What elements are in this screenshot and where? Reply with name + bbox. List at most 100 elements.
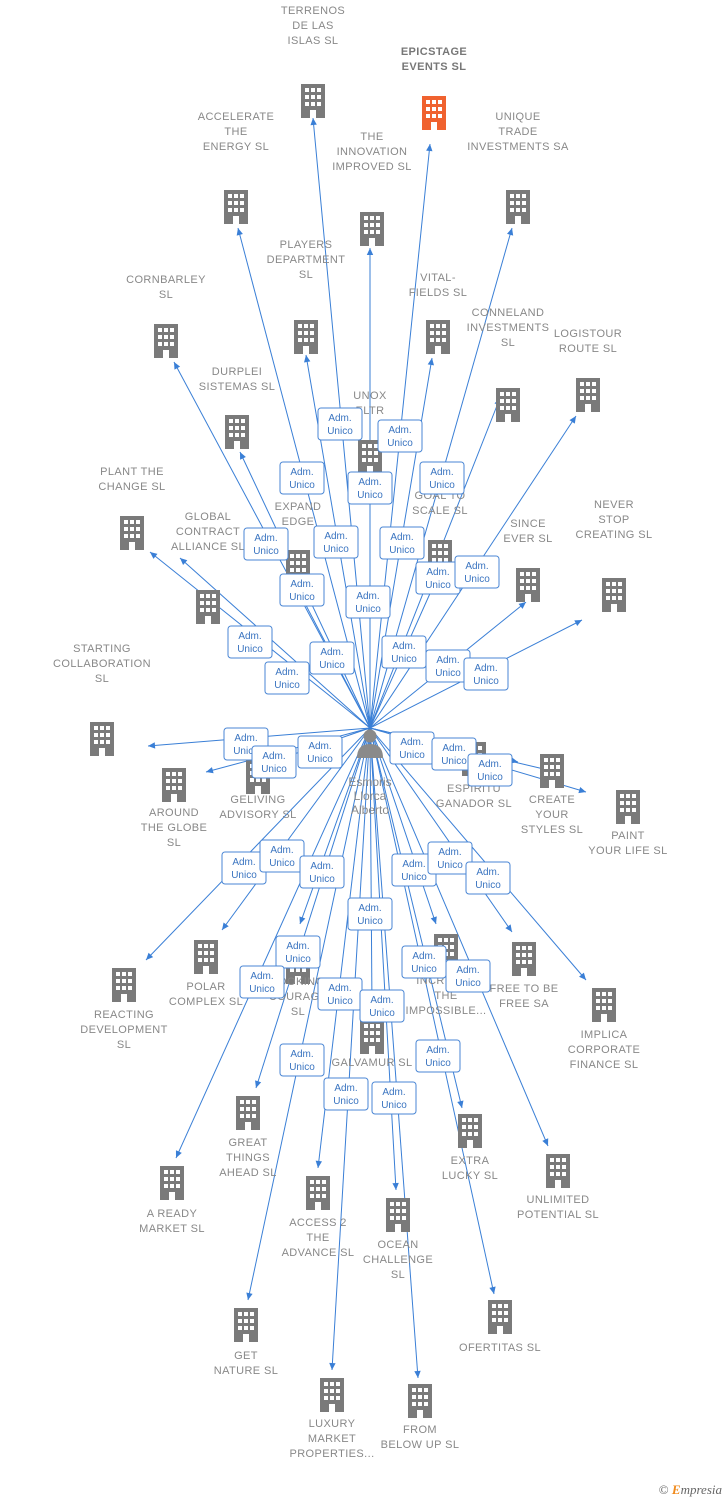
role-badge-the-innovation-improved[interactable]: Adm.Unico [347,471,393,505]
badge-text: Unico [309,874,335,885]
role-badge-global-contract-alliance[interactable]: Adm.Unico [463,657,509,691]
badge-text: Unico [285,954,311,965]
edge-line [175,727,371,1159]
role-badge-epicstage-events[interactable]: Adm.Unico [377,419,423,453]
role-badge-logistour-route[interactable]: Adm.Unico [454,555,500,589]
badge-text: Adm. [382,1087,405,1098]
role-badge-unlimited-potential[interactable]: Adm.Unico [401,945,447,979]
company-node-ofertitas[interactable]: OFERTITAS SL [459,1300,541,1354]
role-badge-a-ready-market[interactable]: Adm.Unico [445,959,491,993]
role-badge-conneland-investments[interactable]: Adm.Unico [415,561,461,595]
role-badge-cornbarley[interactable]: Adm.Unico [243,527,289,561]
company-node-vital-fields[interactable]: VITAL-FIELDS SL [409,272,468,354]
role-badge-polar-complex[interactable]: Adm.Unico [259,839,305,873]
badge-text: Unico [475,880,501,891]
company-node-galvamur[interactable]: GALVAMUR SL [331,1020,412,1069]
badge-text: Adm. [290,1049,313,1060]
role-badge-looking-courage[interactable]: Adm. Unico [299,855,345,889]
role-badge-great-things-ahead[interactable]: Adm.Unico [275,935,321,969]
role-badge-since-ever[interactable]: Adm.Unico [381,635,427,669]
role-badge-luxury-market-properties[interactable]: Adm.Unico [323,1077,369,1111]
role-badge-from-below-up[interactable]: Adm.Unico [371,1081,417,1115]
arrowhead [505,924,512,932]
role-badge-vital-fields[interactable]: Adm.Unico [379,526,425,560]
arrowhead [240,452,246,460]
badge-text: Unico [429,480,455,491]
badge-text: Unico [399,750,425,761]
role-badge-free-to-be-free[interactable]: Adm.Unico [427,841,473,875]
role-badge-reacting-development[interactable]: Adm.Unico [221,851,267,885]
role-badge-around-the-globe[interactable]: Adm.Unico [251,745,297,779]
badge-box [275,935,321,969]
edge-line [247,727,371,1301]
role-badge-ocean-challenge[interactable]: Adm.Unico [359,989,405,1023]
role-badge-durplei-sistemas[interactable]: Adm.Unico [279,573,325,607]
role-badge-unique-trade-investments[interactable]: Adm. Unico [419,461,465,495]
role-badge-espiritu-ganador[interactable]: Adm.Unico [389,731,435,765]
company-name-line: INVESTMENTS [467,322,550,334]
company-name-line: ALLIANCE SL [171,541,245,553]
role-badge-never-stop-creating[interactable]: Adm.Unico [425,649,471,683]
badge-text: Adm. [310,861,333,872]
role-badge-goal-to-scale[interactable]: Adm.Unico [309,641,355,675]
company-node-luxury-market-properties[interactable]: LUXURYMARKETPROPERTIES... [289,1378,374,1460]
role-badge-ofertitas[interactable]: Adm.Unico [415,1039,461,1073]
role-badge-players-department[interactable]: Adm.Unico [313,525,359,559]
role-badge-terrenos-de-las-islas[interactable]: Adm.Unico [317,407,363,441]
role-badge-access-2-the-advance[interactable]: Adm.Unico [317,977,363,1011]
edge-global-contract-alliance [179,557,371,729]
arrowhead [222,922,229,930]
role-badge-galvamur[interactable]: Adm.Unico [347,897,393,931]
arrowhead [174,362,181,370]
role-badge-unox[interactable]: Adm.Unico [345,585,391,619]
role-badge-extra-lucky[interactable]: Adm.Unico [239,965,285,999]
company-name-line: INVESTMENTS SA [467,141,569,153]
role-badge-expand-edge[interactable]: Adm.Unico [264,661,310,695]
company-name-line: A READY [147,1208,198,1220]
role-badge-plant-the-change[interactable]: Adm.Unico [227,625,273,659]
role-badge-accelerate-the-energy[interactable]: Adm.Unico [279,461,325,495]
badge-text: Unico [411,964,437,975]
role-badge-get-nature[interactable]: Adm.Unico [279,1043,325,1077]
role-badge-paint-your-life[interactable]: Adm.Unico [467,753,513,787]
role-badge-implica-corporate-finance[interactable]: Adm.Unico [465,861,511,895]
role-badge-geliving-advisory[interactable]: Adm.Unico [297,735,343,769]
badge-text: Adm. [430,467,453,478]
company-name-line: IMPOSSIBLE... [405,1005,486,1017]
